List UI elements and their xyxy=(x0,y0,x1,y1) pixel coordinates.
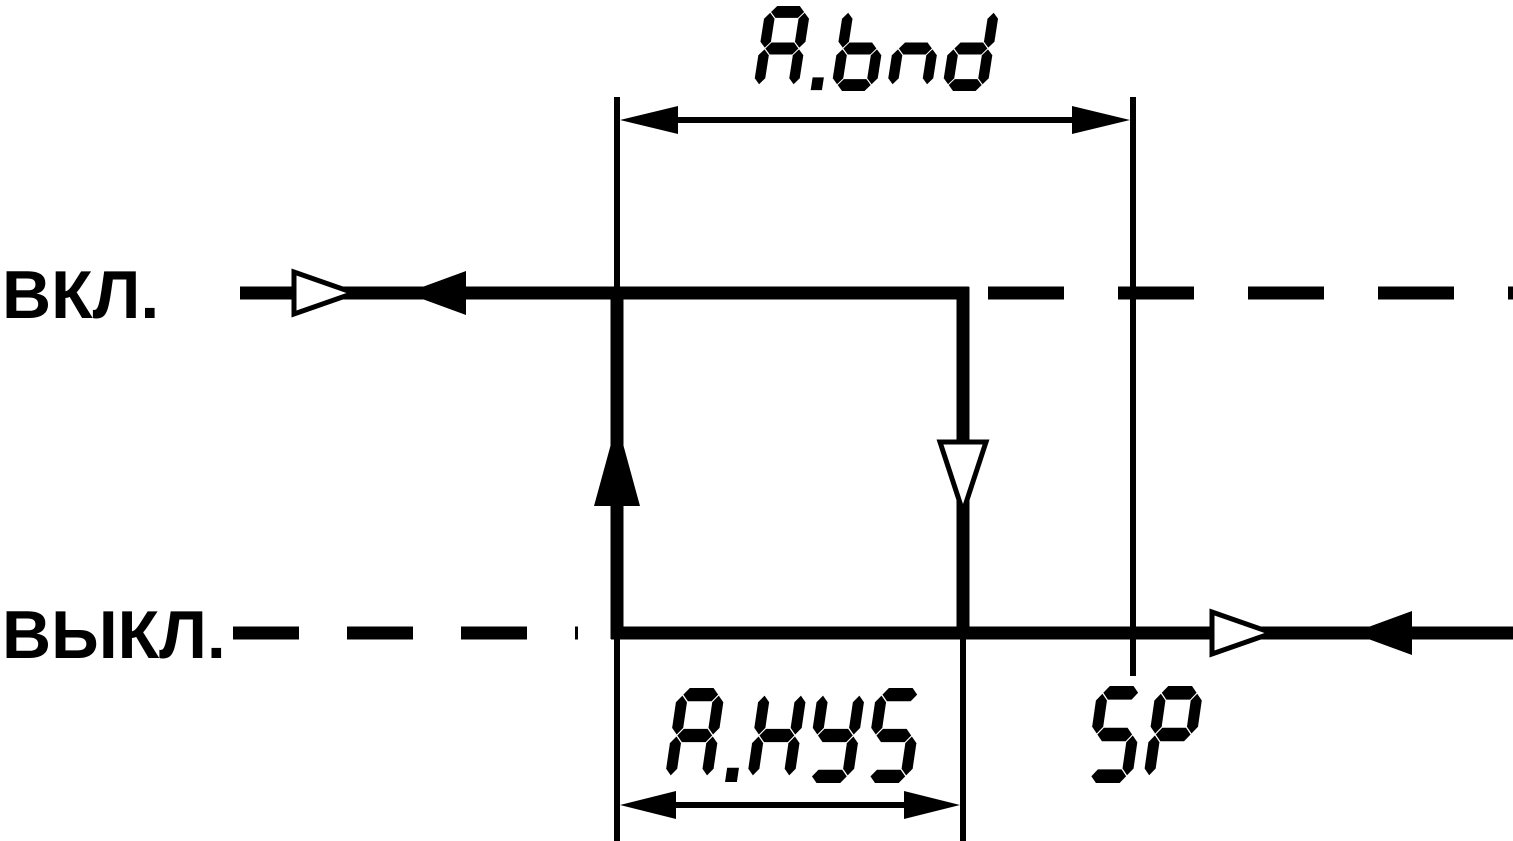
up-arrow-icon xyxy=(594,422,640,506)
open-right-arrow-icon xyxy=(1209,608,1280,658)
hysteresis-parameter-label xyxy=(666,688,918,784)
on-level-label: ВКЛ. xyxy=(2,257,159,333)
band-dimension-arrow xyxy=(620,106,1130,134)
filled-left-arrow-icon xyxy=(1352,611,1412,655)
hysteresis-dimension-arrow xyxy=(620,791,960,819)
arrowhead-left-icon xyxy=(620,106,678,134)
arrowhead-right-icon xyxy=(1072,106,1130,134)
band-parameter-label xyxy=(754,6,999,92)
setpoint-parameter-label xyxy=(1091,686,1202,784)
hysteresis-loop xyxy=(594,287,990,639)
arrowhead-left-icon xyxy=(620,791,676,819)
off-level-label: ВЫКЛ. xyxy=(2,597,226,673)
off-line-direction-arrows xyxy=(1209,608,1412,658)
filled-left-arrow-icon xyxy=(406,271,466,315)
on-line-direction-arrows xyxy=(291,268,466,318)
down-open-arrow-icon xyxy=(936,439,990,521)
open-right-arrow-icon xyxy=(291,268,362,318)
arrowhead-right-icon xyxy=(904,791,960,819)
